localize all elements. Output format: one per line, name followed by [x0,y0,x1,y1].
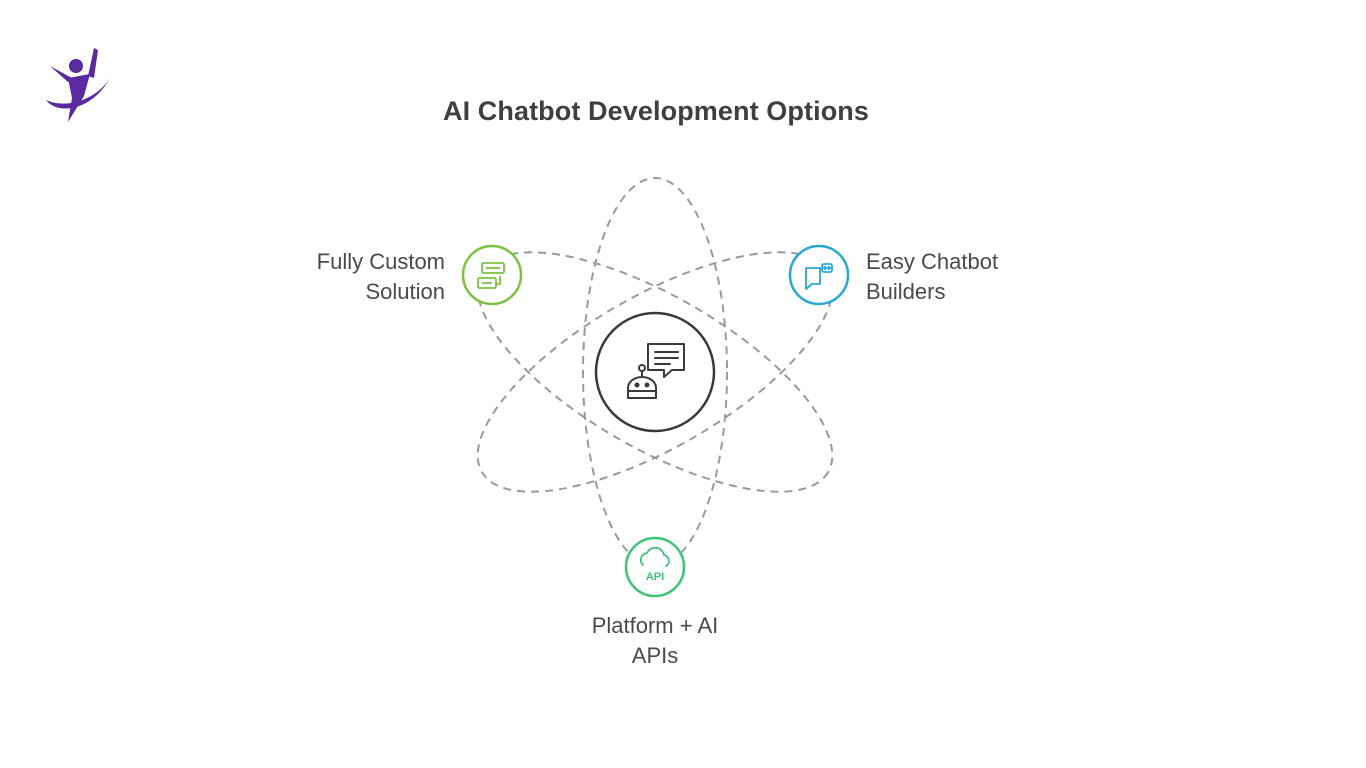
label-fully-custom: Fully Custom Solution [245,247,445,307]
orbit-vertical [582,177,728,567]
node-fully-custom [461,244,523,306]
label-platform-api: Platform + AI APIs [553,611,757,671]
node-easy-builders [788,244,850,306]
label-fully-custom-line2: Solution [365,279,445,304]
label-easy-builders-line2: Builders [866,279,946,304]
center-node [594,311,716,433]
cloud-api-icon: API [639,546,670,583]
label-easy-builders-line1: Easy Chatbot [866,249,999,274]
node-platform-api: API [624,536,686,598]
label-platform-api-line2: APIs [631,643,679,668]
label-platform-api-line1: Platform + AI [591,613,719,638]
label-fully-custom-line1: Fully Custom [316,249,445,274]
chat-bot-bubble-icon [805,263,833,290]
api-icon-text: API [646,571,664,583]
robot-chat-icon [627,343,685,399]
page-title: AI Chatbot Development Options [442,96,869,126]
brand-logo-icon [46,48,110,122]
workflow-grid-icon [477,262,505,289]
label-easy-builders: Easy Chatbot Builders [866,247,1066,307]
